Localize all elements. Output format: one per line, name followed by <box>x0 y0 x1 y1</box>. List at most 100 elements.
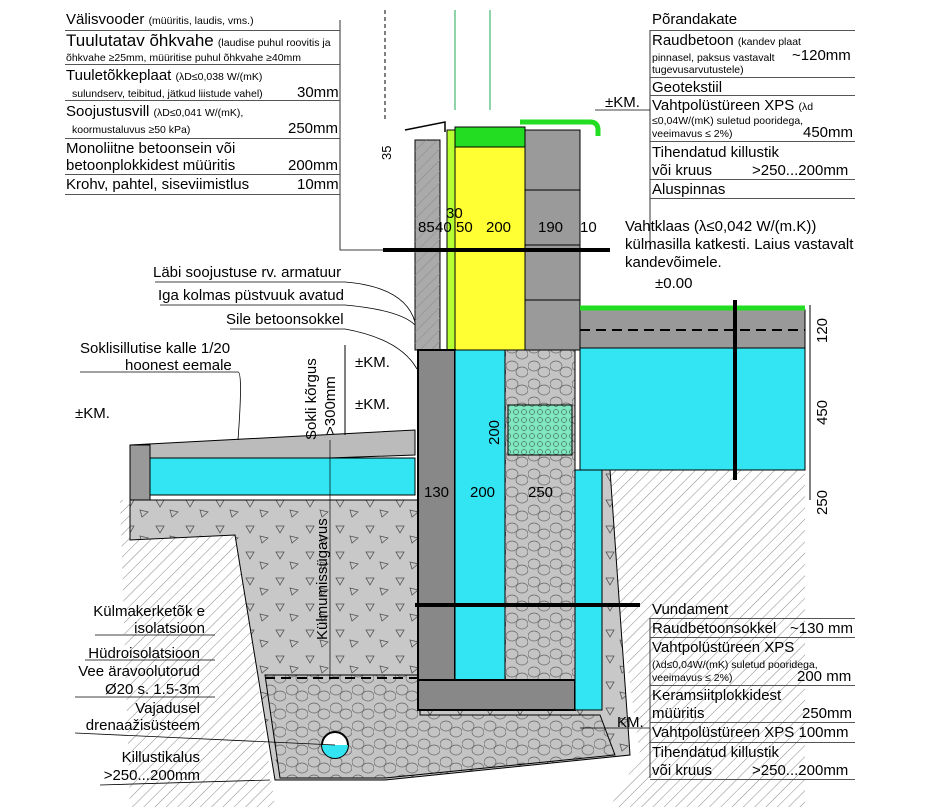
value: >250...200mm <box>752 762 849 779</box>
label-plinth: Sile betoonsokkel <box>226 311 344 328</box>
value: 200 mm <box>797 668 852 685</box>
left-table-row-finish: Krohv, pahtel, siseviimistlus <box>66 176 250 193</box>
dim-200-bottom: 200 <box>470 484 496 501</box>
value: 250mm <box>288 120 339 137</box>
level-zero: ±0.00 <box>655 275 693 292</box>
dim-50: 50 <box>456 219 473 236</box>
level-km-bottom: KM. <box>617 714 644 731</box>
plinth-height-label: Sokli kõrgus <box>303 358 320 440</box>
plinth-height-label: >300mm <box>322 376 339 435</box>
level-km-top: ±KM. <box>605 94 640 111</box>
dim-250-bottom: 250 <box>528 484 554 501</box>
bottom-table-row-gravel: Tihendatud killustik <box>652 744 780 761</box>
label-waterproofing: Hüdroisolatsioon <box>88 645 200 662</box>
dim-35: 35 <box>379 145 394 160</box>
left-table-row-mineral-wool: Soojustusvill (λD≤0,041 W/(mK), <box>66 103 243 122</box>
left-table-row-air-gap: Tuulutatav õhkvahe (laudise puhul roovit… <box>66 32 331 52</box>
bottom-table-row-xps: Vahtpolüstüreen XPS <box>652 639 795 656</box>
natural-soil <box>120 500 420 807</box>
concrete-plinth <box>417 349 456 711</box>
note: veeimavus ≤ 2%) <box>652 672 733 684</box>
label: Tuulutatav õhkvahe <box>66 31 214 50</box>
label: müüritis <box>652 705 705 722</box>
left-table-row-wind-barrier: Tuuletõkkeplaat (λD≤0,038 W/(mK) <box>66 67 262 86</box>
label: Välisvooder <box>66 11 145 28</box>
value: >250...200mm <box>752 162 849 179</box>
label-slope: hoonest eemale <box>125 357 232 374</box>
value: ~130 mm <box>790 620 853 637</box>
note: sulundserv, teibitud, jätkud liistude va… <box>72 88 263 100</box>
dim-120: 120 <box>814 317 831 343</box>
right-table-row-geotextile: Geotekstiil <box>652 79 723 96</box>
dim-130: 130 <box>424 484 450 501</box>
label: või kruus <box>652 762 713 779</box>
label-vertical-joint: Iga kolmas püstvuuk avatud <box>158 287 344 304</box>
membrane-cap <box>454 126 526 148</box>
dim-200-vertical: 200 <box>486 419 503 445</box>
right-table-row-xps: Vahtpolüstüreen XPS (λd <box>652 97 813 116</box>
value: 200mm <box>288 157 339 174</box>
note: tugevusarvutustele) <box>652 64 744 76</box>
label: Raudbetoon <box>652 32 734 49</box>
right-table-row-slab: Raudbetoon (kandev plaat <box>652 32 801 51</box>
dim-190: 190 <box>538 219 564 236</box>
label-frost-insulation: isolatsioon <box>134 620 205 637</box>
note: (kandev plaat <box>737 36 801 48</box>
masonry-wall <box>524 129 581 351</box>
value: 10mm <box>297 176 339 193</box>
paving-xps <box>149 457 416 496</box>
dim-10: 10 <box>580 219 597 236</box>
label-drainage: Vajadusel <box>135 700 200 717</box>
label: Vahtpolüstüreen XPS <box>652 97 795 114</box>
label: betoonplokkidest müüritis <box>66 157 236 174</box>
floor-xps <box>579 347 806 471</box>
value: ~120mm <box>792 47 851 64</box>
dim-200: 200 <box>486 219 512 236</box>
label: Tuuletõkkeplaat <box>66 67 172 84</box>
foam-glass-note: külmasilla katkesti. Laius vastavalt <box>625 236 854 253</box>
outer-xps <box>574 469 603 711</box>
value: 450mm <box>803 124 854 141</box>
bottom-table-row-xps-100: Vahtpolüstüreen XPS 100mm <box>652 724 849 741</box>
label-drain-pipes: Ø20 s. 1.5-3m <box>104 681 200 698</box>
note: (λd <box>798 101 814 113</box>
note: õhkvahe ≥25mm, müüritise puhul õhkvahe ≥… <box>66 52 302 64</box>
wind-barrier <box>446 129 456 351</box>
left-table-row-wall: Monoliitne betoonsein või <box>66 140 236 157</box>
label: Soojustusvill <box>66 103 150 120</box>
bottom-table-row-leca: Keramsiitplokkidest <box>652 687 782 704</box>
dim-85: 85 <box>418 219 435 236</box>
note: ≤0,04W/(mK) suletud pooridega, <box>652 115 804 127</box>
bottom-table-row-foundation: Vundament <box>652 601 729 618</box>
bottom-table-row-plinth: Raudbetoonsokkel <box>652 620 777 637</box>
label-rebar: Läbi soojustuse rv. armatuur <box>153 264 342 281</box>
right-table-row-subgrade: Aluspinnas <box>652 181 726 198</box>
note: veeimavus ≤ 2%) <box>652 128 733 140</box>
dim-40: 40 <box>435 219 452 236</box>
note: pinnasel, paksus vastavalt <box>652 52 775 64</box>
label-drainage: drenaažisüsteem <box>85 717 200 734</box>
leca-blocks <box>504 349 576 681</box>
right-table-row-floor-covering: Põrandakate <box>652 11 738 28</box>
foam-glass <box>507 404 573 456</box>
level-km-paving: ±KM. <box>355 396 390 413</box>
value: 100mm <box>798 724 849 741</box>
note: (müüritis, laudis, vms.) <box>148 15 254 27</box>
label-slope: Soklisillutise kalle 1/20 <box>80 340 231 357</box>
label-gravel-bed: >250...200mm <box>103 767 200 784</box>
note: (laudise puhul roovitis ja <box>217 37 331 49</box>
label: Vahtpolüstüreen XPS <box>652 724 795 741</box>
dim-30: 30 <box>446 205 463 222</box>
note: (λd≤0,04W/(mK) suletud pooridega, <box>652 659 818 671</box>
value: 250mm <box>802 705 853 722</box>
foam-glass-note: Vahtklaas (λ≤0,042 W/(m.K)) <box>625 218 817 235</box>
level-km-ground: ±KM. <box>75 405 110 422</box>
footing-base <box>417 679 576 711</box>
right-table-row-gravel: Tihendatud killustik <box>652 144 780 161</box>
label-gravel-bed: Killustikalus <box>121 749 200 766</box>
level-km-plinth: ±KM. <box>355 354 390 371</box>
note: (λD≤0,041 W/(mK), <box>153 107 244 119</box>
label-frost-insulation: Külmakerketõk e <box>93 603 205 620</box>
